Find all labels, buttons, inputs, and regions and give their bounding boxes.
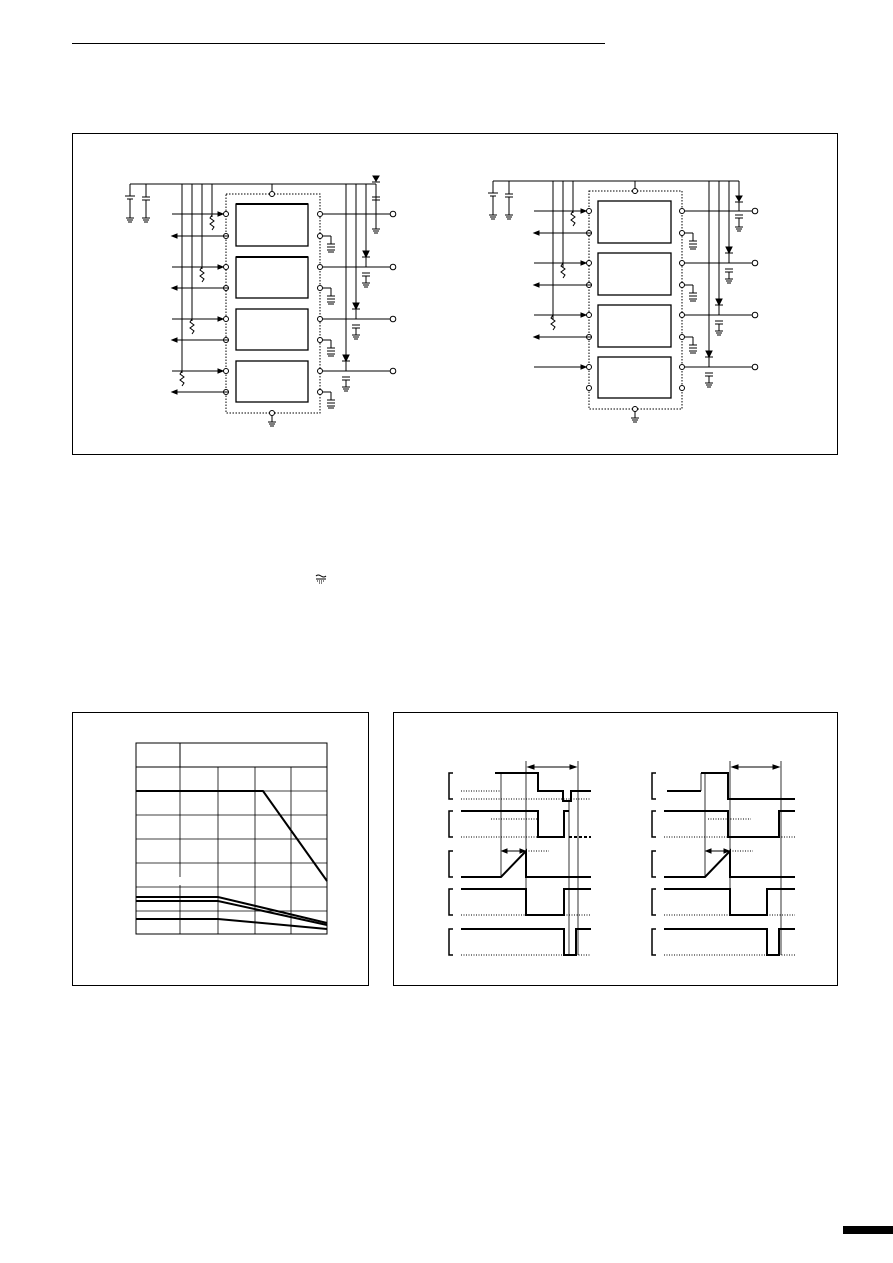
graph-curve-4 (136, 918, 328, 930)
wave-r4 (664, 888, 795, 916)
wave-1 (495, 772, 591, 802)
graph-curve-3 (136, 900, 328, 926)
left-bootstrap-network (342, 175, 380, 392)
graph-grid (136, 767, 327, 934)
wave-r3 (664, 848, 795, 878)
header-rule (72, 43, 605, 44)
circuit-right (488, 180, 759, 423)
wave-2 (461, 810, 569, 838)
right-stage-4 (534, 356, 759, 399)
wave-r5 (664, 928, 795, 956)
timing-right (651, 761, 795, 956)
page-footer-bar (843, 1226, 893, 1234)
derating-graph (135, 742, 328, 935)
wave-r1 (701, 772, 795, 800)
right-stage-2 (532, 252, 759, 302)
wave-4 (461, 888, 591, 916)
right-bootstrap-network (705, 181, 743, 388)
left-stage-4 (170, 360, 397, 409)
graph-curve-1 (136, 790, 328, 882)
circuit-figure-panel (72, 133, 838, 455)
timing-left (448, 761, 591, 956)
wave-5 (461, 928, 591, 956)
timing-figure-panel (393, 712, 838, 986)
left-stage-3 (170, 308, 397, 357)
left-stage-1 (170, 203, 397, 253)
graph-curve-2 (136, 896, 328, 924)
circuit-left (125, 175, 397, 427)
right-stage-3 (532, 304, 759, 354)
left-stage-2 (170, 256, 397, 305)
wave-r2 (664, 810, 795, 838)
right-stage-1 (532, 200, 759, 250)
approx-equal-icon (314, 572, 328, 584)
graph-figure-panel (72, 712, 369, 986)
